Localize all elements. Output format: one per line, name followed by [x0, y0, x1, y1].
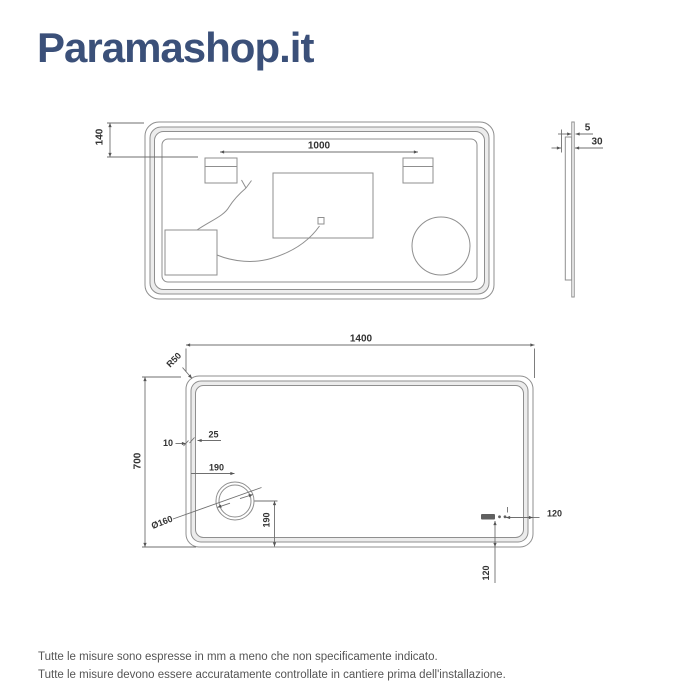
- back-panel-line: [161, 138, 478, 283]
- dim-corner-radius: R50: [165, 351, 184, 370]
- power-wire: [196, 187, 247, 231]
- side-frame: [564, 136, 573, 281]
- dim-frame-border: 10: [163, 438, 173, 448]
- front-view: [185, 375, 534, 548]
- back-view-dimensions: 140 1000: [95, 122, 419, 158]
- dim-bracket-top-offset: 140: [95, 128, 106, 145]
- paramashop-logo: Paramashop.it: [37, 24, 314, 71]
- sensor-dot-2: [503, 515, 507, 519]
- dim-magnifier-from-left: 190: [209, 463, 224, 473]
- front-inner-line: [195, 385, 524, 538]
- mounting-bracket-right: [402, 157, 434, 184]
- dim-magnifier-from-bottom: 190: [262, 512, 272, 527]
- side-glass: [571, 121, 575, 298]
- driver-wire: [216, 225, 320, 262]
- dim-bracket-spacing: 1000: [308, 141, 331, 152]
- back-view: [144, 121, 495, 300]
- touch-sensor: [481, 514, 495, 520]
- dim-sensor-from-bottom: 120: [481, 565, 491, 580]
- dim-magnifier-diameter: Ø160: [150, 514, 174, 531]
- led-driver-box: [272, 172, 374, 239]
- mounting-bracket-left: [204, 157, 238, 184]
- measurement-notes: Tutte le misure sono espresse in mm a me…: [38, 649, 506, 684]
- dim-mirror-width: 1400: [350, 334, 373, 345]
- wire-connector: [317, 217, 325, 225]
- dim-glass-thickness: 5: [585, 123, 591, 134]
- dim-sensor-from-right: 120: [547, 509, 562, 519]
- demister-pad: [411, 216, 471, 276]
- side-view: 5 30: [551, 121, 603, 298]
- sensor-dot-1: [498, 515, 501, 519]
- power-wire-prongs: [241, 179, 252, 189]
- front-view-dimensions: 1400 R50 700 10 25 190 Ø160: [133, 334, 562, 583]
- dim-mirror-height: 700: [133, 452, 144, 469]
- note-line-2: Tutte le misure devono essere accuratame…: [38, 668, 506, 681]
- magnifier-inner: [218, 484, 252, 518]
- magnifier-outer: [215, 481, 255, 521]
- note-line-1: Tutte le misure sono espresse in mm a me…: [38, 651, 438, 663]
- dim-led-inset: 25: [208, 430, 218, 440]
- dim-frame-depth: 30: [591, 137, 603, 148]
- junction-box: [164, 229, 218, 276]
